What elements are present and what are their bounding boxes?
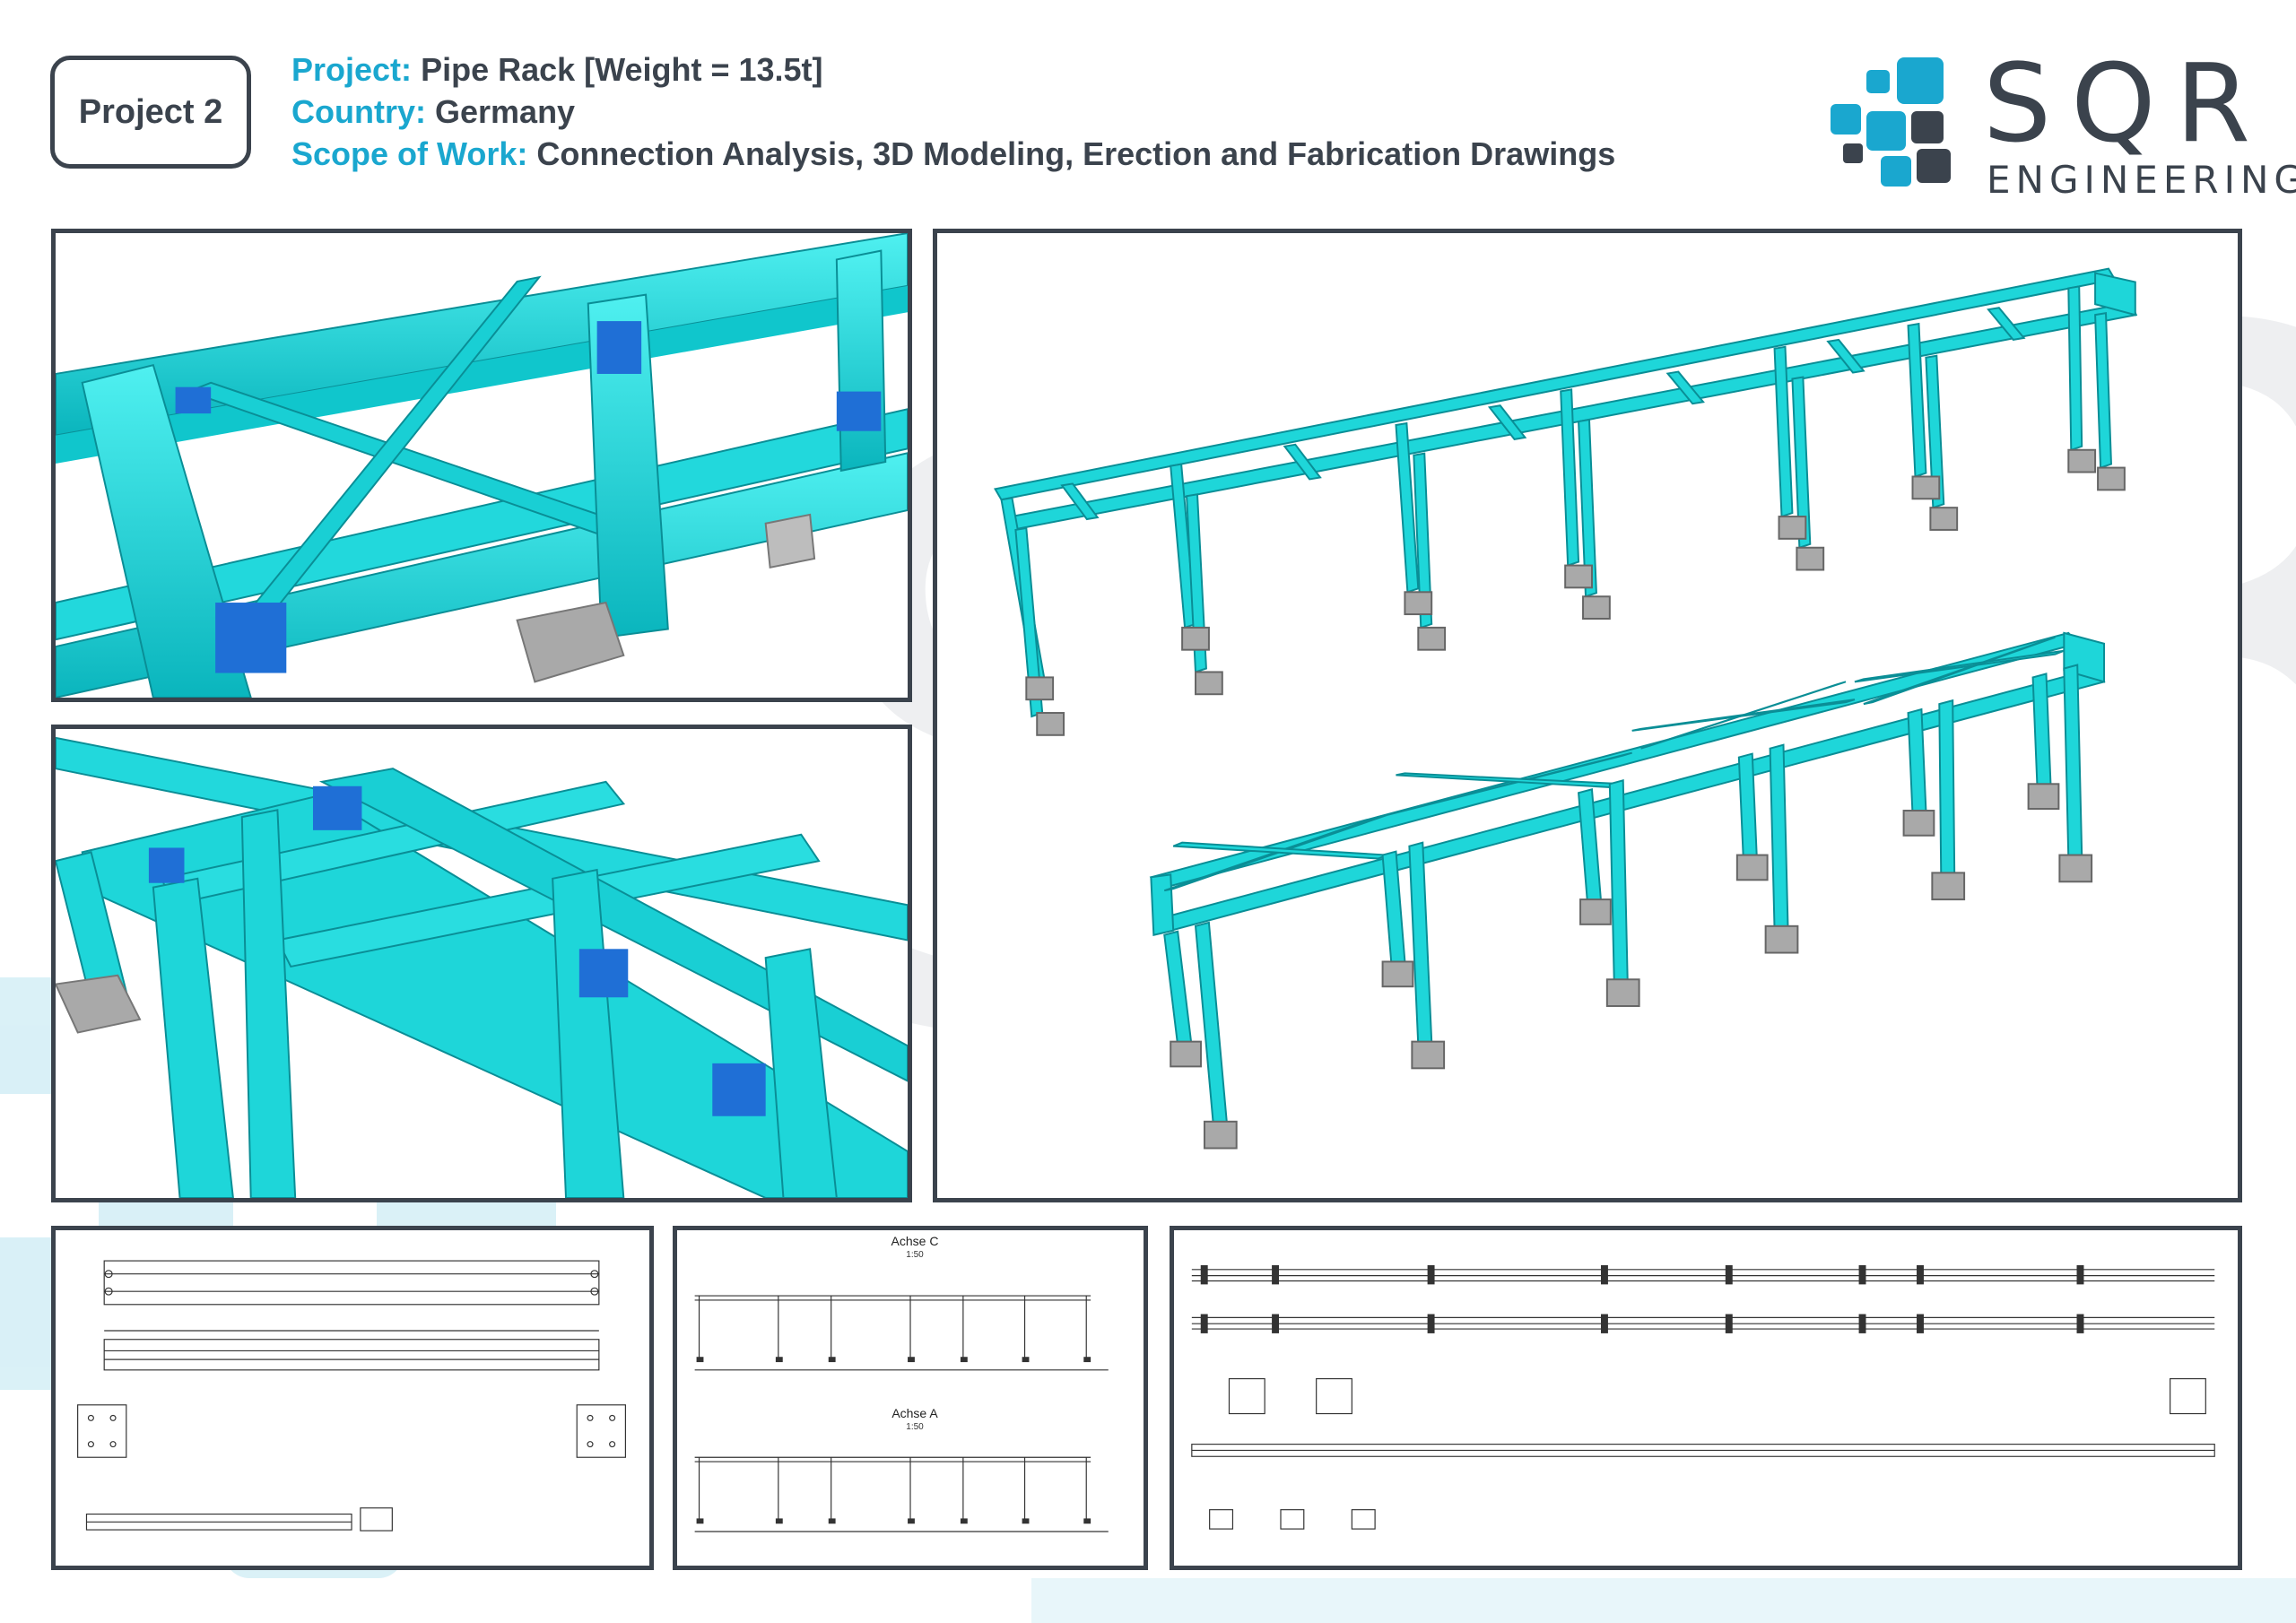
project-line: Project: Pipe Rack [Weight = 13.5t] [291, 48, 1816, 91]
render-overview [933, 229, 2242, 1202]
erection-drawing-elevations: Achse C 1:50 Achse A 1:50 [673, 1226, 1148, 1570]
fabrication-drawing-beam [51, 1226, 654, 1570]
logo-wordmark: SQR [1983, 42, 2271, 167]
fabrication-drawing-assembly [1170, 1226, 2242, 1570]
assembly-shop-drawing [1174, 1230, 2238, 1566]
sqr-logo: SQR ENGINEERING [1825, 47, 2296, 202]
elevation-a-title: Achse A [891, 1406, 938, 1420]
scope-line: Scope of Work: Connection Analysis, 3D M… [291, 133, 1816, 175]
elevation-c-title: Achse C [891, 1234, 939, 1248]
elevation-a-scale: 1:50 [906, 1422, 924, 1432]
elevation-c-scale: 1:50 [906, 1250, 924, 1260]
project-info: Project: Pipe Rack [Weight = 13.5t] Coun… [291, 48, 1816, 175]
country-value: Germany [435, 93, 576, 130]
project-key: Project: [291, 51, 413, 88]
project-value: Pipe Rack [Weight = 13.5t] [421, 51, 823, 88]
beam-shop-drawing [56, 1230, 649, 1566]
render-detail-top [51, 229, 912, 702]
steel-frame-render [56, 729, 908, 1198]
country-key: Country: [291, 93, 426, 130]
steel-connection-render [56, 233, 908, 698]
logo-subtitle: ENGINEERING [1987, 158, 2296, 202]
country-line: Country: Germany [291, 91, 1816, 133]
elevation-drawing [677, 1230, 1144, 1566]
project-badge: Project 2 [50, 56, 251, 169]
scope-key: Scope of Work: [291, 135, 528, 172]
squares-cluster-icon [1831, 57, 1951, 187]
pipe-rack-overview-render [937, 233, 2238, 1198]
render-detail-bottom [51, 725, 912, 1202]
scope-value: Connection Analysis, 3D Modeling, Erecti… [536, 135, 1616, 172]
